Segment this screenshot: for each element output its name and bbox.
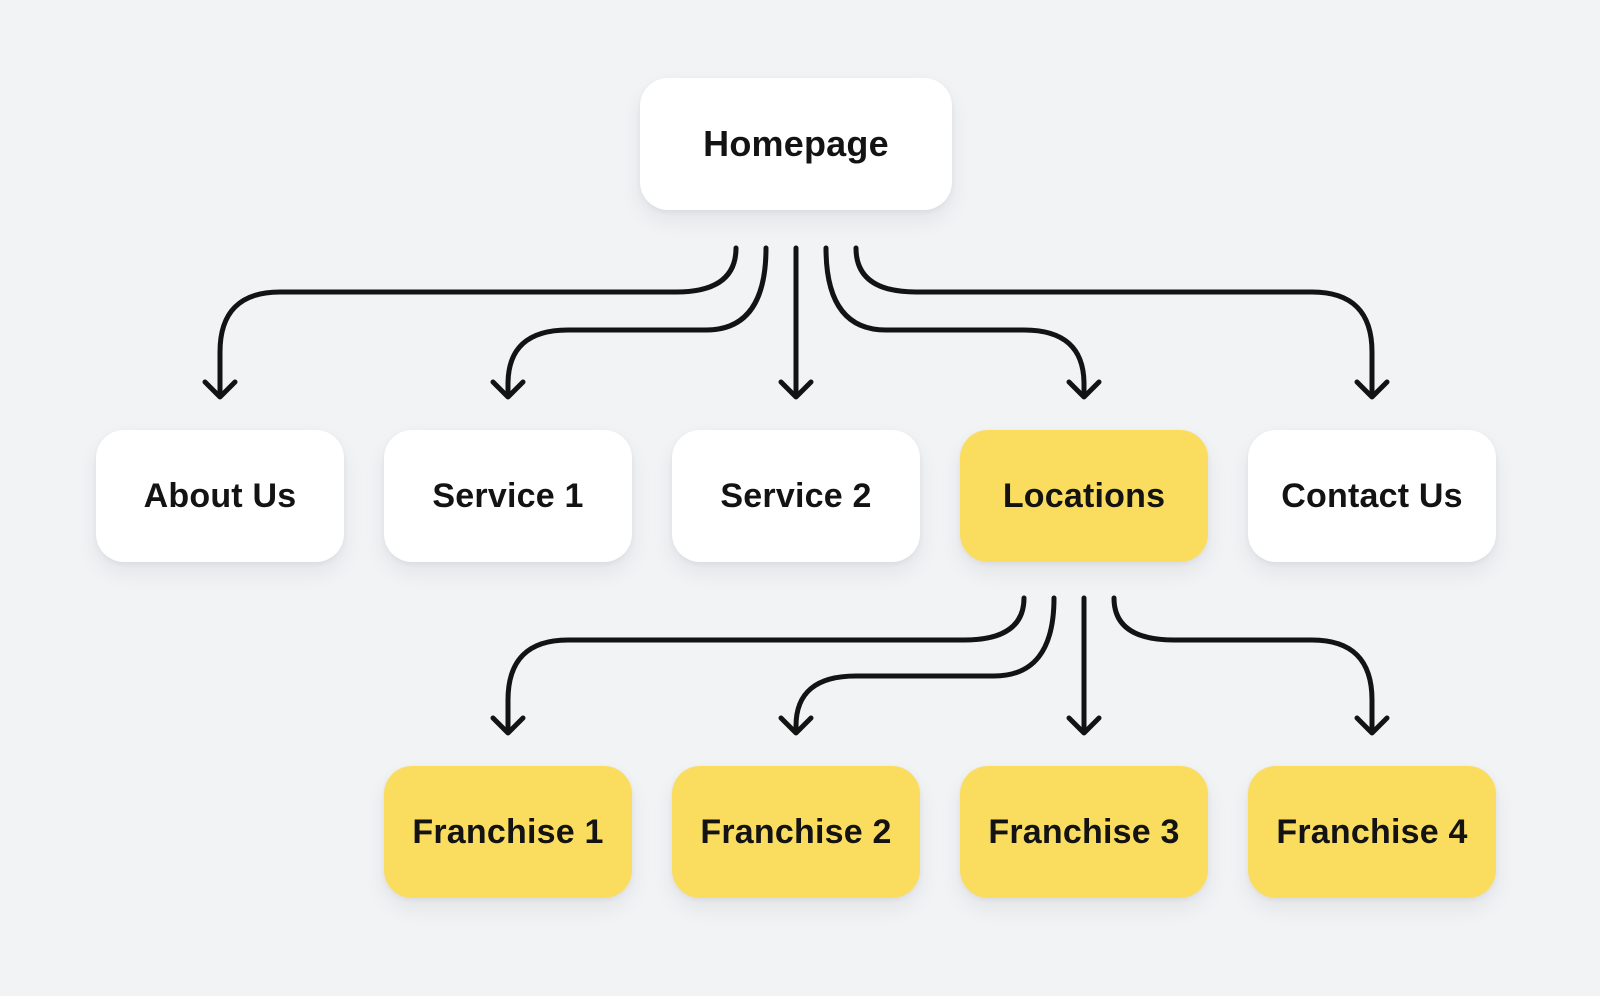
node-homepage-label: Homepage — [703, 123, 889, 164]
edge-homepage-contact-us — [853, 245, 1390, 400]
node-service-2-label: Service 2 — [720, 476, 872, 515]
node-franchise-3-label: Franchise 3 — [988, 812, 1180, 851]
edge-homepage-about-us — [202, 245, 739, 400]
edge-locations-franchise-2 — [778, 595, 1057, 736]
edge-locations-franchise-1 — [490, 595, 1027, 736]
node-locations-label: Locations — [1002, 476, 1166, 515]
node-service-1-label: Service 1 — [432, 476, 584, 515]
node-locations: Locations — [960, 430, 1208, 562]
node-franchise-3: Franchise 3 — [960, 766, 1208, 898]
node-franchise-1-label: Franchise 1 — [412, 812, 604, 851]
node-contact-us-label: Contact Us — [1281, 476, 1463, 515]
node-contact-us: Contact Us — [1248, 430, 1496, 562]
node-service-1: Service 1 — [384, 430, 632, 562]
node-franchise-4: Franchise 4 — [1248, 766, 1496, 898]
edge-homepage-service-1 — [490, 245, 769, 400]
edge-locations-franchise-4 — [1111, 595, 1390, 736]
node-about-us-label: About Us — [143, 476, 297, 515]
node-service-2: Service 2 — [672, 430, 920, 562]
edge-locations-franchise-3 — [1066, 595, 1102, 736]
node-franchise-1: Franchise 1 — [384, 766, 632, 898]
node-about-us: About Us — [96, 430, 344, 562]
node-franchise-2-label: Franchise 2 — [700, 812, 892, 851]
edge-homepage-service-2 — [778, 245, 814, 400]
edge-homepage-locations — [823, 245, 1102, 400]
node-homepage: Homepage — [640, 78, 952, 210]
node-franchise-4-label: Franchise 4 — [1276, 812, 1468, 851]
node-franchise-2: Franchise 2 — [672, 766, 920, 898]
